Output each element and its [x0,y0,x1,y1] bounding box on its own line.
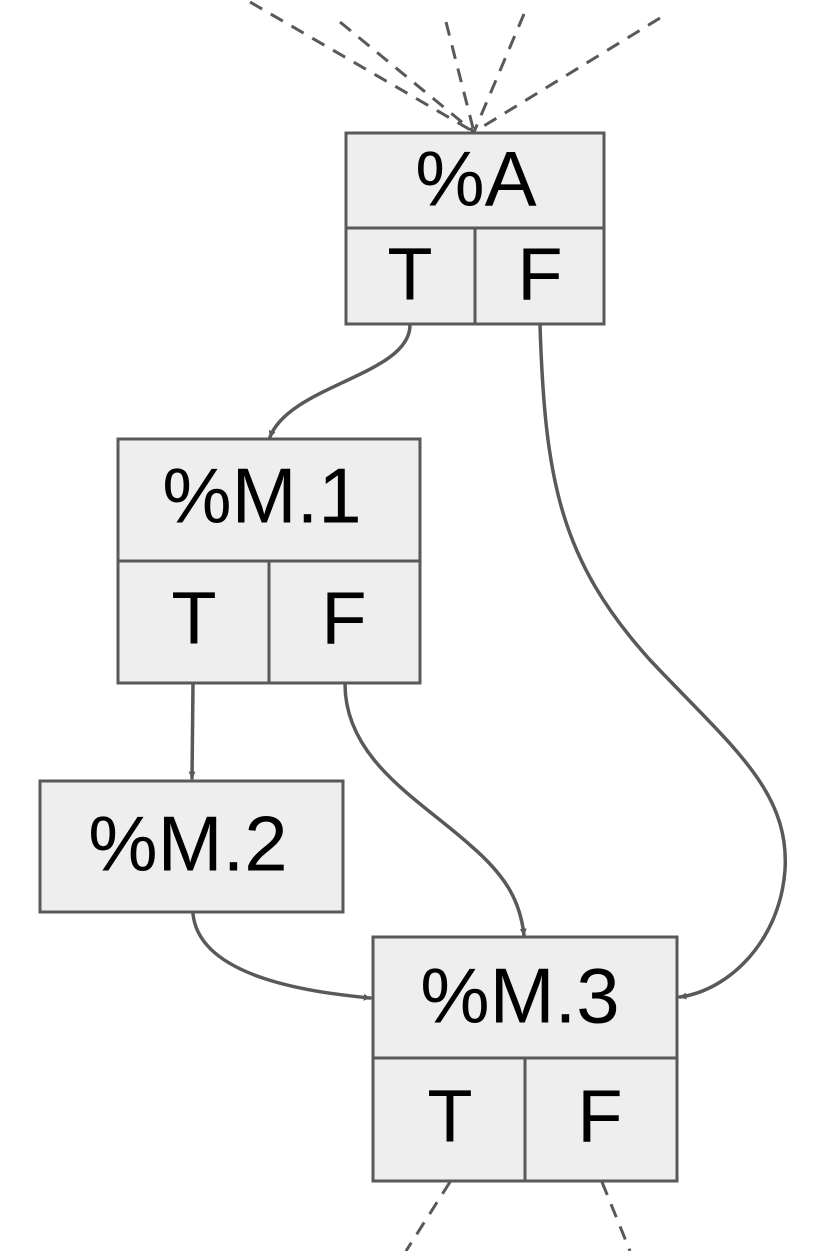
node-m2-box [38,779,345,914]
node-a-true-label: T [387,233,432,316]
incoming-edge-1 [249,0,475,134]
node-m1-false-label: F [321,577,366,660]
outgoing-dashed-edges [404,1181,632,1251]
incoming-dashed-edges [249,0,661,134]
edge-m2-to-m3 [191,912,372,1001]
node-a: %A T F [344,131,606,326]
node-m1-true-label: T [171,577,216,660]
outgoing-edge-false [600,1181,632,1251]
edge-a-false-to-m3 [538,323,787,1000]
incoming-edge-2 [339,20,475,134]
incoming-edge-4 [472,13,526,133]
edge-a-true-to-m1 [268,323,412,439]
incoming-edge-3 [444,21,476,133]
incoming-edge-5 [473,16,661,134]
node-m2-label: %M.2 [88,800,287,888]
edge-m1-false-to-m3 [343,682,527,937]
node-a-false-label: F [517,233,562,316]
edges [188,323,787,1001]
node-m1-label: %M.1 [162,452,361,540]
node-m3: %M.3 T F [371,935,679,1183]
edge-m1-true-to-m2 [188,682,196,780]
node-a-label: %A [415,135,536,223]
node-m3-label: %M.3 [420,952,619,1040]
outgoing-edge-true [404,1181,452,1251]
node-m1: %M.1 T F [116,437,422,685]
node-m2: %M.2 [38,779,345,914]
node-m3-true-label: T [427,1075,472,1158]
node-m3-false-label: F [577,1075,622,1158]
